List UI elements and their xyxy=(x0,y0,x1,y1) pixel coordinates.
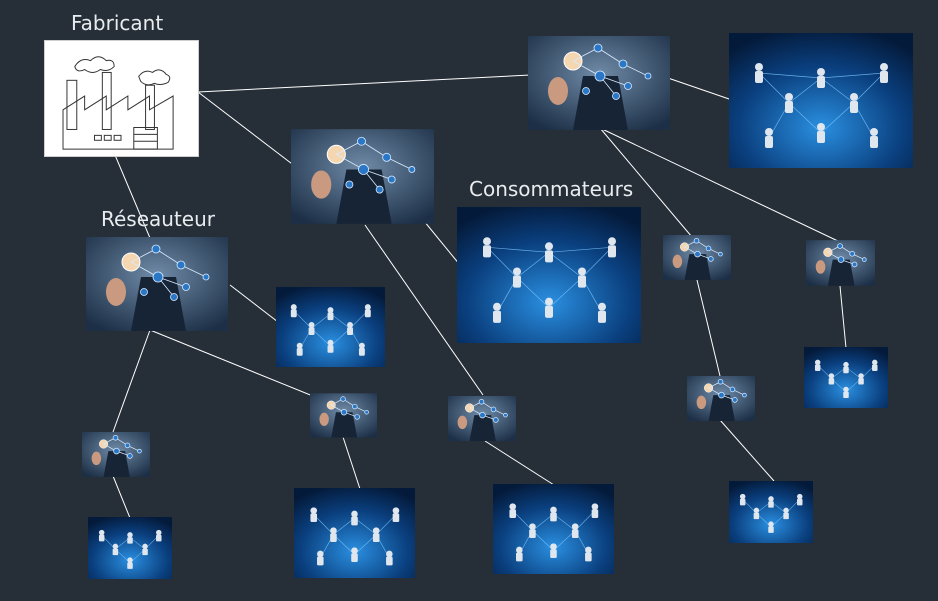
networker-node-small xyxy=(448,396,516,441)
hand-network-icon xyxy=(687,376,755,421)
people-network-icon xyxy=(729,481,813,543)
networker-node-large-top xyxy=(528,36,670,130)
networker-node-small xyxy=(82,432,150,477)
hand-network-icon xyxy=(310,393,377,438)
people-network-icon xyxy=(457,207,641,343)
networker-node-small xyxy=(310,393,377,438)
networker-label: Réseauteur xyxy=(101,207,216,231)
consumers-label: Consommateurs xyxy=(469,177,634,201)
consumer-node xyxy=(88,517,172,579)
people-network-icon xyxy=(804,347,888,408)
people-network-icon xyxy=(729,33,913,168)
consumer-node xyxy=(493,484,614,574)
hand-network-icon xyxy=(291,129,434,224)
people-network-icon xyxy=(294,488,415,578)
networker-node-small xyxy=(806,240,875,286)
hand-network-icon xyxy=(86,237,228,331)
consumer-node xyxy=(729,481,813,543)
people-network-icon xyxy=(493,484,614,574)
hand-network-icon xyxy=(82,432,150,477)
networker-node-left xyxy=(86,237,228,331)
factory-image xyxy=(44,40,199,157)
hand-network-icon xyxy=(663,235,731,280)
consumer-node xyxy=(276,287,385,367)
networker-node-small xyxy=(687,376,755,421)
hand-network-icon xyxy=(448,396,516,441)
hand-network-icon xyxy=(806,240,875,286)
networker-node-small xyxy=(663,235,731,280)
manufacturer-label: Fabricant xyxy=(71,11,164,35)
consumer-node-top-right xyxy=(729,33,913,168)
consumer-node xyxy=(804,347,888,408)
hand-network-icon xyxy=(528,36,670,130)
networker-node-center xyxy=(291,129,434,224)
people-network-icon xyxy=(276,287,385,367)
consumer-node xyxy=(294,488,415,578)
consumer-node-main xyxy=(457,207,641,343)
people-network-icon xyxy=(88,517,172,579)
factory-icon xyxy=(62,56,174,150)
